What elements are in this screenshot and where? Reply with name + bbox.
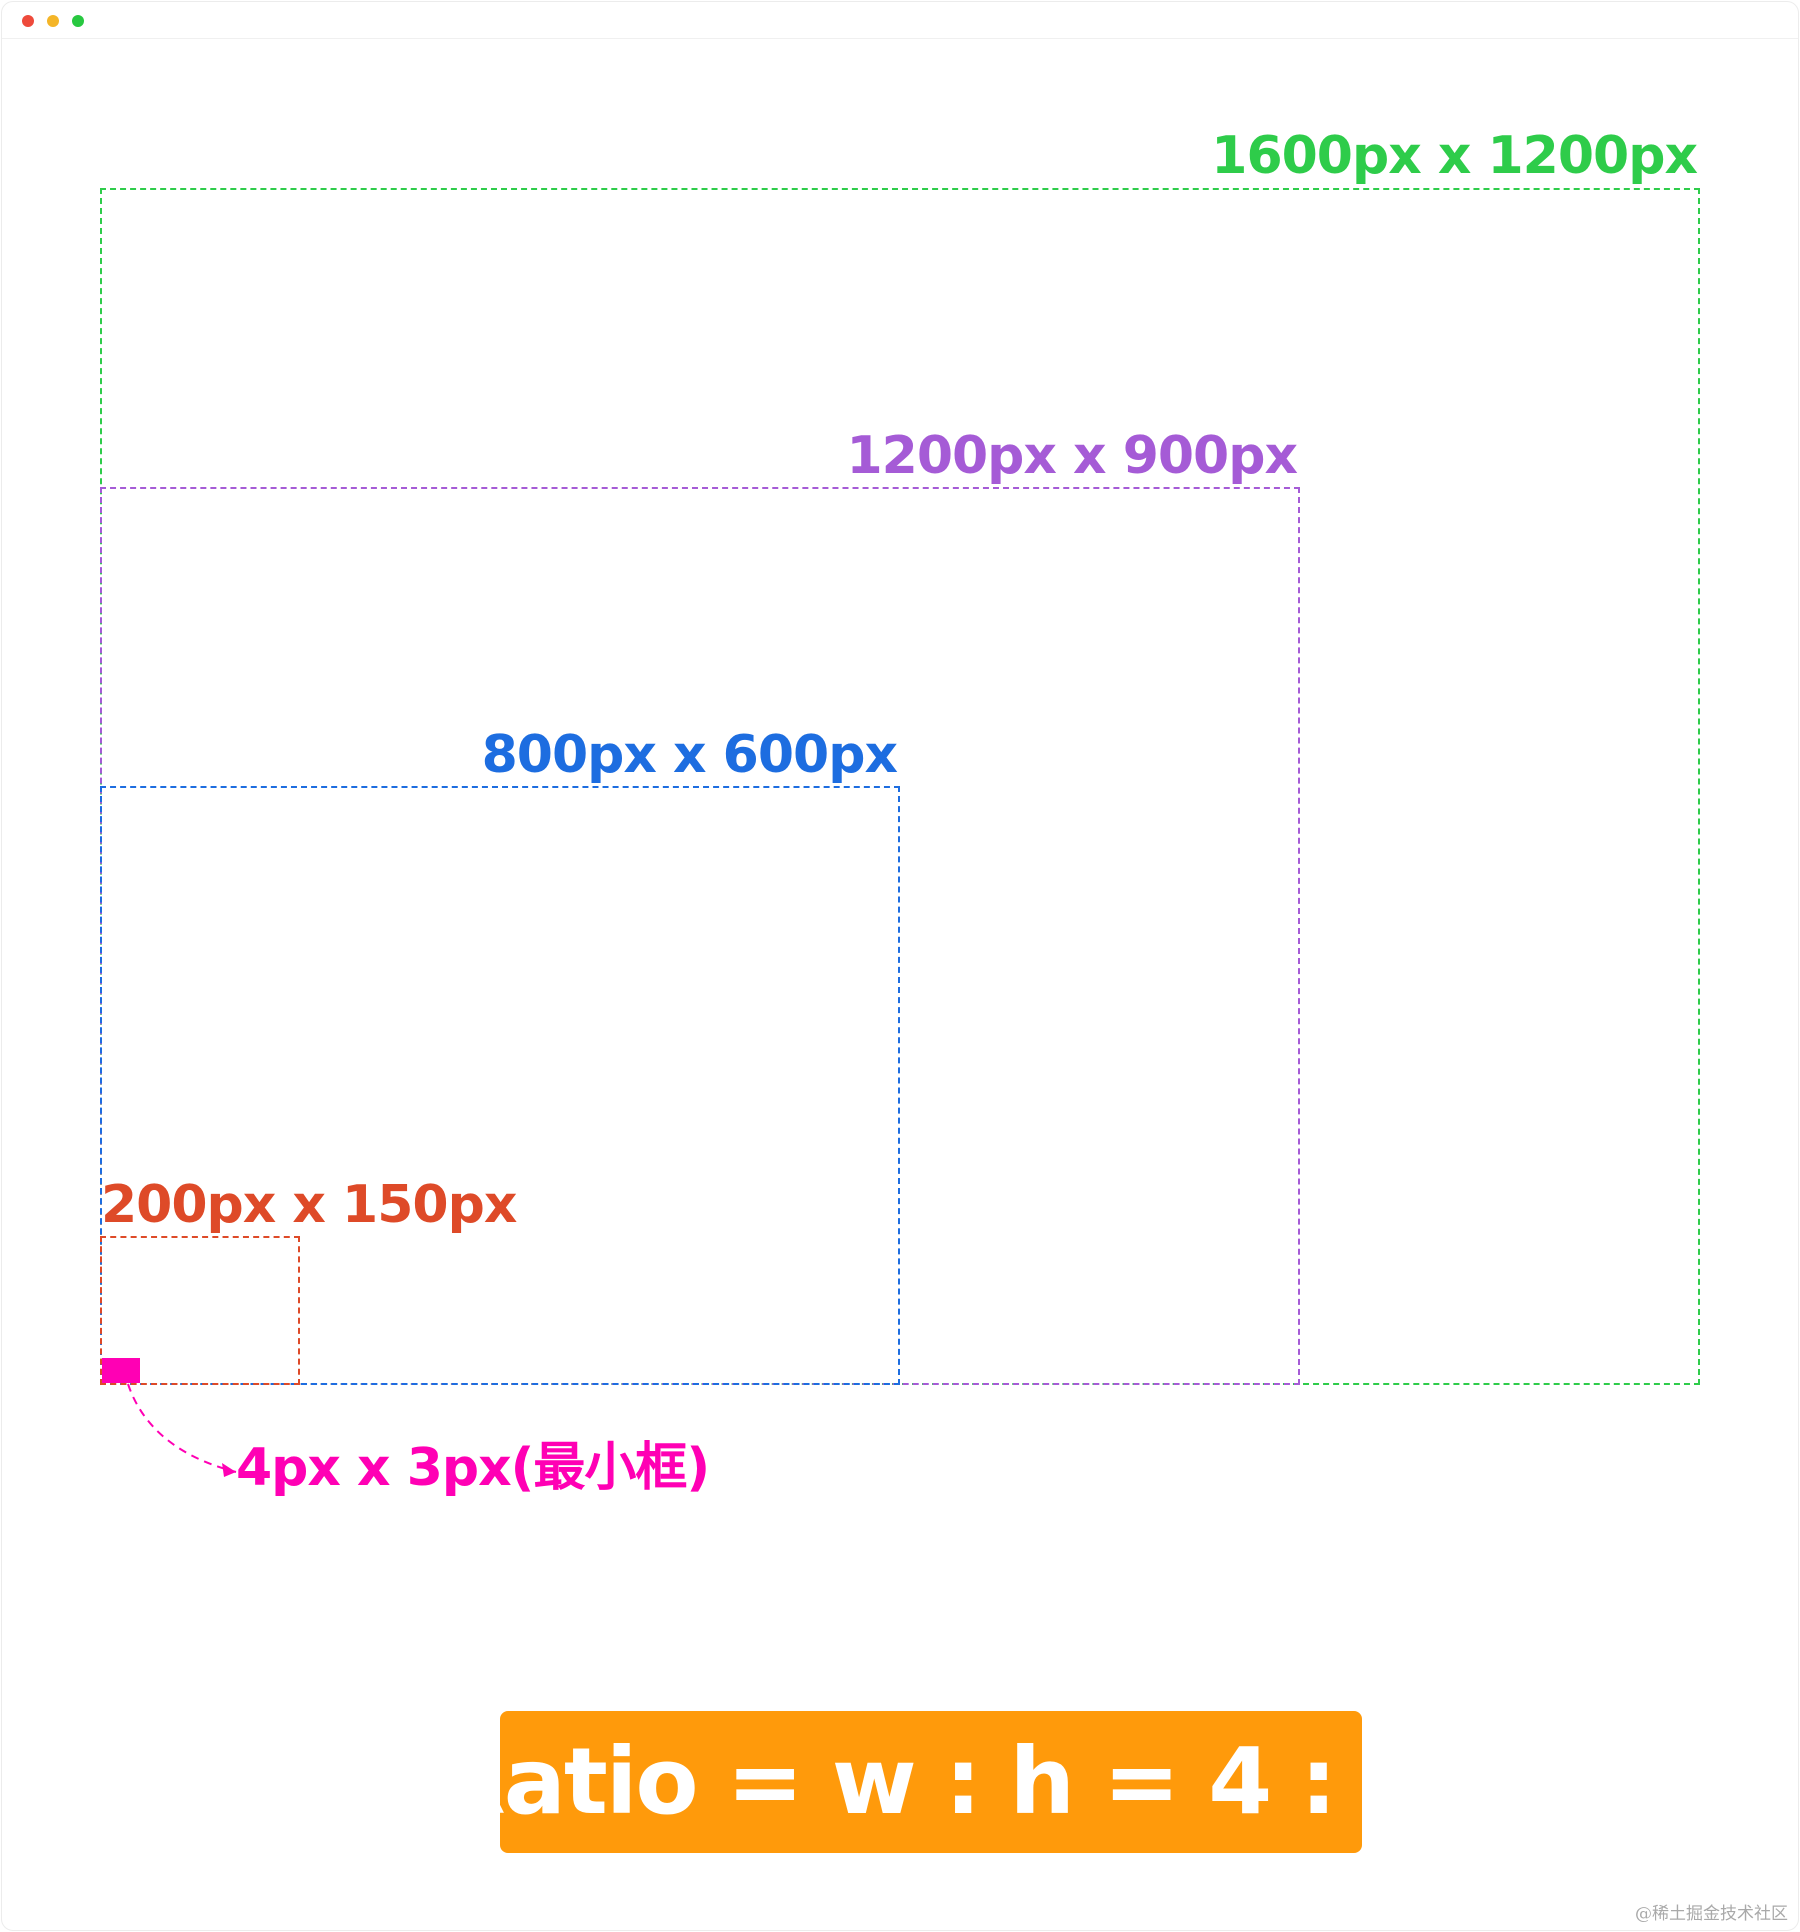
label-1600x1200: 1600px x 1200px <box>1211 126 1698 186</box>
ratio-banner: Ratio = w : h = 4 : 3 <box>435 1711 1429 1853</box>
ratio-text: Ratio = w : h = 4 : 3 <box>434 1728 1429 1835</box>
label-1200x900: 1200px x 900px <box>846 426 1298 486</box>
label-minimum-box: 4px x 3px(最小框) <box>236 1438 710 1498</box>
minimum-box-4x3 <box>102 1358 140 1383</box>
label-800x600: 800px x 600px <box>481 725 898 785</box>
window-titlebar <box>2 2 1798 39</box>
box-800x600 <box>100 786 900 1385</box>
watermark: @稀土掘金技术社区 <box>1635 1904 1788 1924</box>
maximize-window-dot-icon[interactable] <box>72 15 84 27</box>
close-window-dot-icon[interactable] <box>22 15 34 27</box>
minimize-window-dot-icon[interactable] <box>47 15 59 27</box>
label-200x150: 200px x 150px <box>101 1175 517 1235</box>
